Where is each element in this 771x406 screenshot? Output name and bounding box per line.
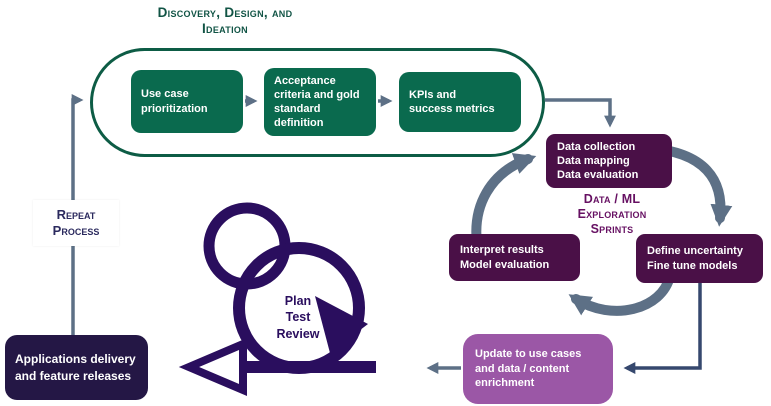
step-define-uncertainty: Define uncertainty Fine tune models — [636, 234, 763, 283]
step-applications-delivery: Applications delivery and feature releas… — [5, 335, 148, 400]
discovery-stage-outline — [90, 48, 545, 157]
repeat-process-label: Repeat Process — [33, 200, 119, 246]
sprints-to-update-connector — [623, 278, 702, 374]
sprint-cycle-arrow-bottom — [568, 271, 675, 316]
step-kpis-success-metrics: KPIs and success metrics — [399, 72, 521, 132]
step-acceptance-criteria: Acceptance criteria and gold standard de… — [264, 68, 376, 136]
step-interpret-results: Interpret results Model evaluation — [449, 234, 580, 281]
discovery-stage-title: Discovery, Design, and Ideation — [157, 5, 293, 36]
step-data-collection: Data collection Data mapping Data evalua… — [546, 134, 672, 188]
sprint-cycle-label: Data / ML Exploration Sprints — [577, 192, 647, 236]
repeat-process-connector — [71, 94, 84, 335]
agile-loop-icon — [178, 202, 376, 397]
discovery-to-sprints-connector — [545, 98, 616, 128]
agile-loop-label: Plan Test Review — [276, 294, 320, 341]
step-use-case-prioritization: Use case prioritization — [131, 70, 243, 133]
agile-loop-down-arrowhead — [315, 296, 368, 353]
agile-loop-baseline — [242, 361, 376, 373]
step-update-use-cases: Update to use cases and data / content e… — [463, 334, 613, 404]
agile-loop-left-arrowhead — [178, 337, 247, 397]
